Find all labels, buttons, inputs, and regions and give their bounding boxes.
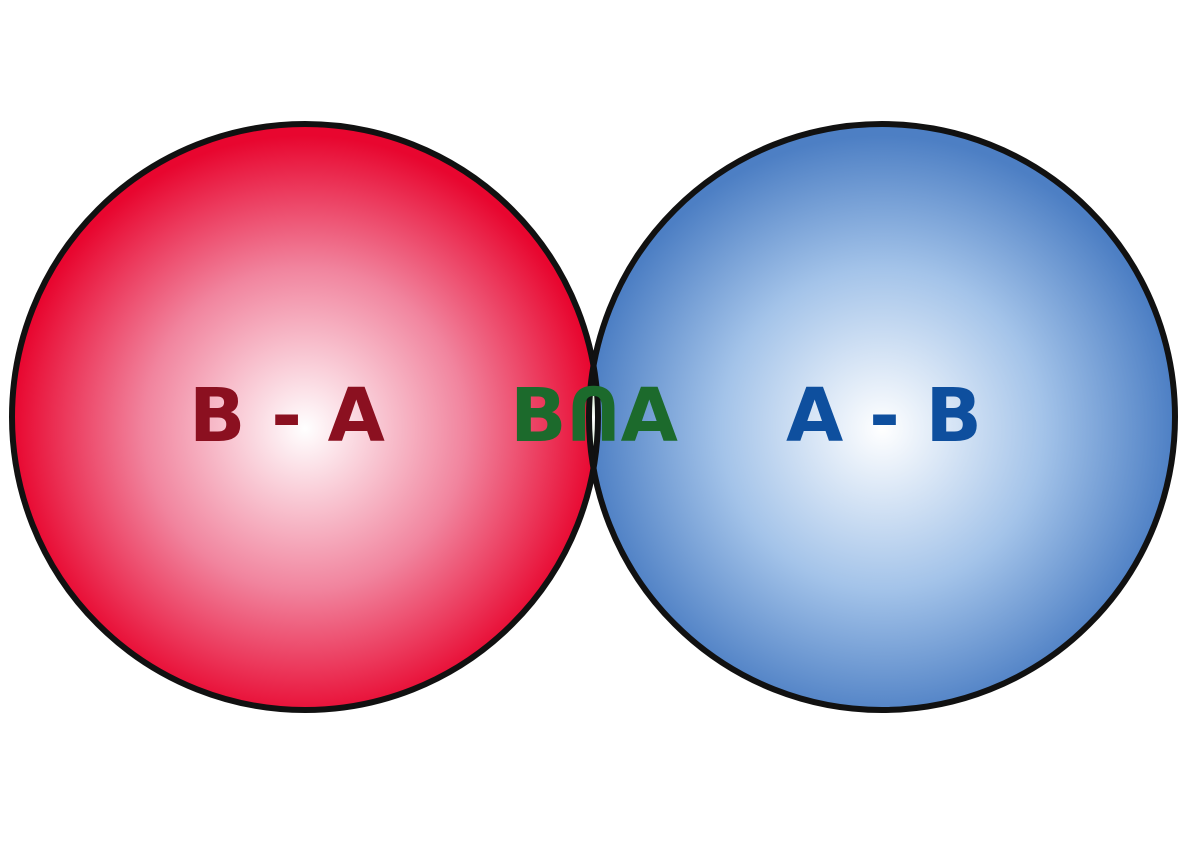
right-circle-outline <box>586 121 1178 713</box>
left-circle-outline <box>9 121 601 713</box>
intersection-region-label: BՈA <box>510 373 678 459</box>
right-set-circle <box>589 124 1175 710</box>
left-region-label: B - A <box>189 373 385 459</box>
right-region-label: A - B <box>786 373 982 459</box>
left-set-circle <box>12 124 598 710</box>
